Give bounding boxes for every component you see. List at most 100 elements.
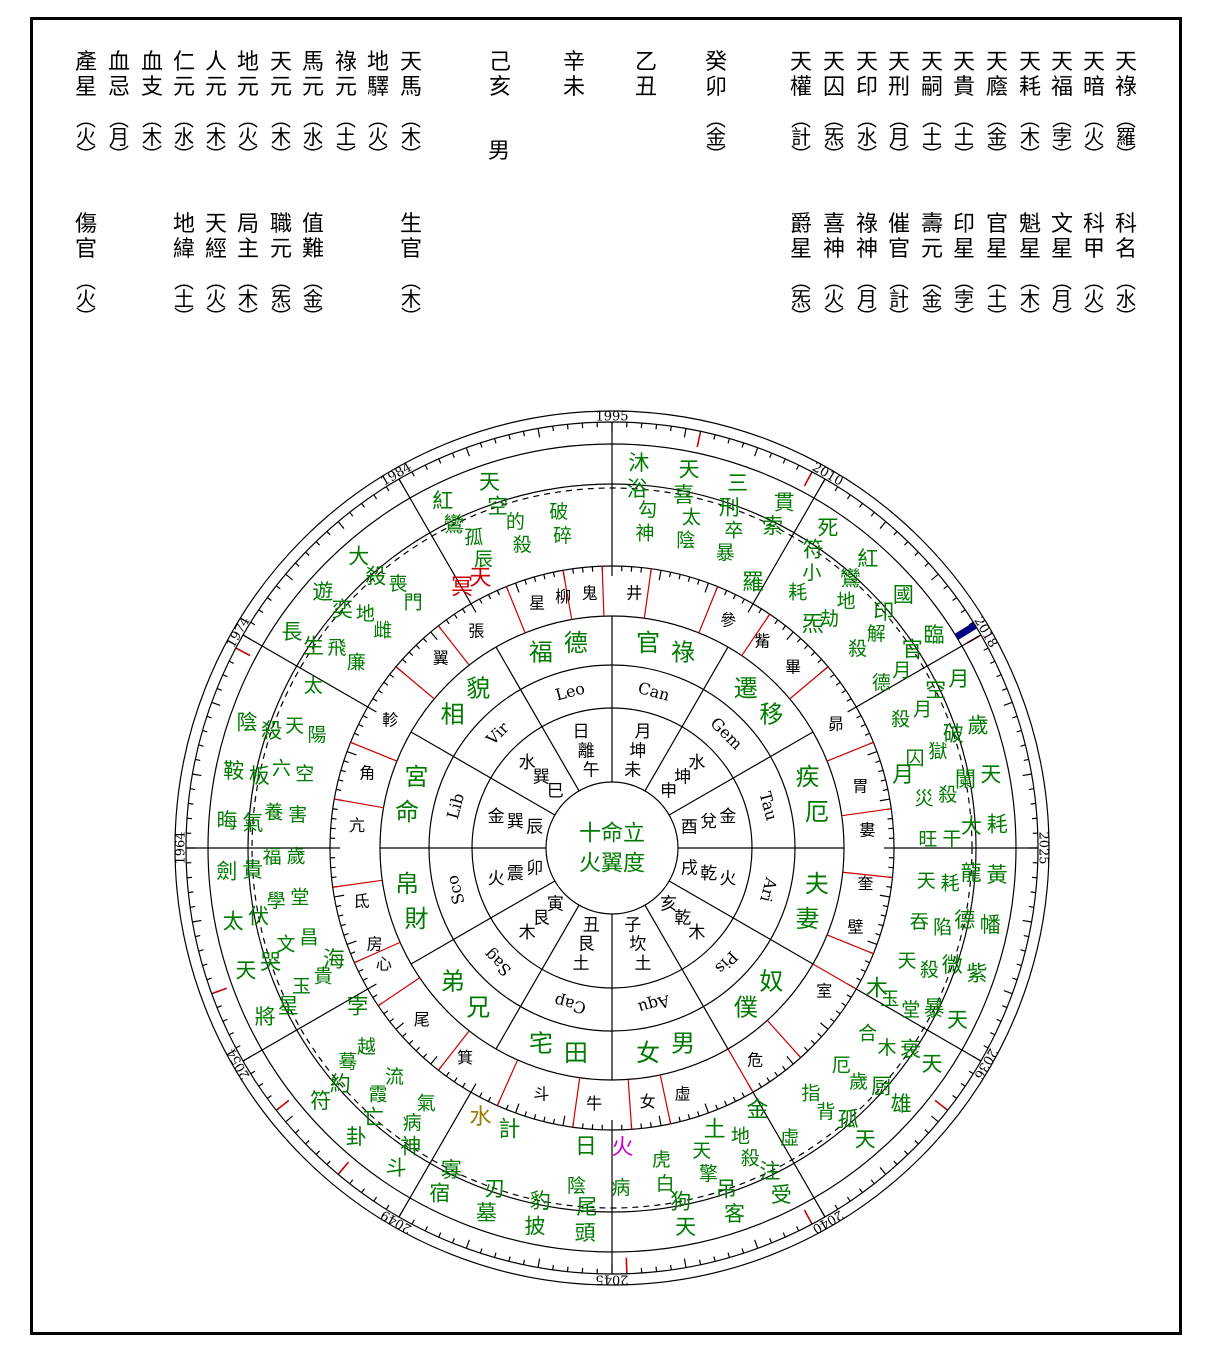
sector-star-inner: 堂 (290, 886, 309, 908)
sector-star: 刑 (719, 496, 740, 520)
year-tick (669, 1264, 672, 1270)
degree-tick (741, 1092, 745, 1098)
degree-tick (796, 638, 802, 643)
year-tick (924, 1129, 929, 1134)
degree-tick (552, 572, 555, 578)
mansion-label: 角 (359, 764, 375, 783)
year-tick (494, 1252, 497, 1258)
planet-glyph: 水 (469, 1105, 491, 1130)
sector-star: 死 (817, 516, 838, 540)
sector-star: 月 (948, 667, 969, 691)
sector-star-inner: 陰 (567, 1175, 586, 1197)
house-divider (242, 634, 369, 708)
mansion-divider (766, 1020, 802, 1058)
degree-tick (524, 1111, 527, 1117)
house-label: 官 (636, 629, 660, 657)
year-tick (968, 621, 974, 626)
inner-branch: 丑 (583, 915, 600, 935)
year-tick (943, 585, 949, 590)
inner-element: 水 (519, 753, 536, 773)
degree-tick (462, 608, 466, 614)
sector-star-inner: 病 (611, 1177, 630, 1199)
left-star-col: 血 支︵ 木 ︶ (136, 50, 168, 165)
year-tick (326, 531, 331, 536)
degree-tick (343, 933, 349, 936)
star-name: 壽 元 (920, 212, 943, 262)
inner-branch: 寅 (547, 895, 564, 915)
sector-star-inner: 殺 (513, 534, 532, 556)
degree-tick (829, 1018, 835, 1023)
mansion-label: 心 (376, 955, 392, 974)
inner-trigram: 乾 (700, 864, 717, 884)
year-label: 2018 (970, 614, 1000, 650)
sector-star: 微 (942, 953, 963, 977)
sector-star: 約 (330, 1072, 351, 1096)
sector-star: 龍 (961, 861, 982, 885)
degree-tick (886, 885, 892, 888)
sector-star-inner: 歲 (849, 1071, 868, 1093)
degree-tick (338, 779, 344, 782)
star-planet: ︵ 木 ︶ (401, 269, 421, 329)
star-name: 辛 未 (562, 50, 585, 100)
sector-star: 三 (727, 471, 748, 495)
year-tick (1020, 744, 1026, 747)
degree-tick (860, 968, 866, 973)
degree-tick (415, 644, 421, 650)
year-tick (222, 1018, 228, 1022)
inner-element: 木 (519, 923, 536, 943)
degree-tick (864, 960, 870, 964)
degree-tick (408, 1039, 414, 1045)
star-planet: ︵ 孛 ︶ (1052, 107, 1072, 167)
degree-tick (552, 1118, 555, 1124)
year-tick (655, 424, 658, 430)
mansion-label: 牛 (586, 1094, 602, 1113)
year-tick (228, 660, 234, 664)
mansion-divider (350, 741, 398, 762)
year-tick (727, 438, 730, 444)
year-tick (451, 1238, 455, 1244)
left-star-col-2: 值 難︵ 金 ︶ (297, 212, 329, 327)
degree-tick (389, 1018, 395, 1023)
degree-tick (640, 1123, 643, 1129)
marker-tick (803, 1209, 812, 1223)
sector-star-inner: 獄 (928, 740, 947, 762)
degree-tick (533, 576, 537, 582)
sector-star-inner: 文 (276, 934, 295, 956)
sector-star-inner: 福 (263, 846, 282, 868)
year-tick (914, 1140, 919, 1145)
mansion-label: 胃 (852, 777, 868, 796)
year-tick (373, 494, 378, 500)
year-tick (983, 1045, 989, 1049)
marker-tick (338, 1161, 350, 1174)
sector-star: 豹 (530, 1189, 551, 1213)
sector-star-inner: 歲 (287, 845, 306, 867)
year-tick (305, 551, 310, 556)
inner-divider (644, 904, 729, 1050)
mansion-label: 壁 (847, 918, 863, 937)
sector-star-inner: 暴 (716, 542, 735, 564)
mansion-divider (437, 625, 470, 666)
mansion-divider (643, 568, 652, 619)
sector-star: 喜 (673, 483, 694, 507)
year-tick (361, 503, 366, 508)
degree-tick (514, 1103, 520, 1114)
sector-star: 太 (223, 910, 244, 934)
year-tick (931, 573, 939, 581)
right-star-col-2: 文 星︵ 月 ︶ (1046, 212, 1078, 327)
house-label: 相 (441, 700, 465, 728)
sector-star-inner: 陽 (307, 724, 326, 746)
year-label: 1974 (224, 614, 254, 650)
left-star-col: 血 忌︵ 月 ︶ (103, 50, 135, 165)
star-name: 馬 元 (301, 50, 324, 100)
sector-star: 大 (348, 545, 369, 569)
degree-tick (860, 723, 866, 728)
sector-star: 頭 (575, 1221, 596, 1245)
inner-branch: 卯 (526, 859, 543, 879)
degree-tick (453, 613, 458, 619)
year-tick (782, 458, 786, 464)
inner-divider (644, 646, 729, 792)
year-tick (1023, 934, 1029, 938)
sector-star: 貴 (242, 858, 263, 882)
degree-tick (687, 1114, 691, 1120)
sector-star-inner: 害 (288, 804, 307, 826)
